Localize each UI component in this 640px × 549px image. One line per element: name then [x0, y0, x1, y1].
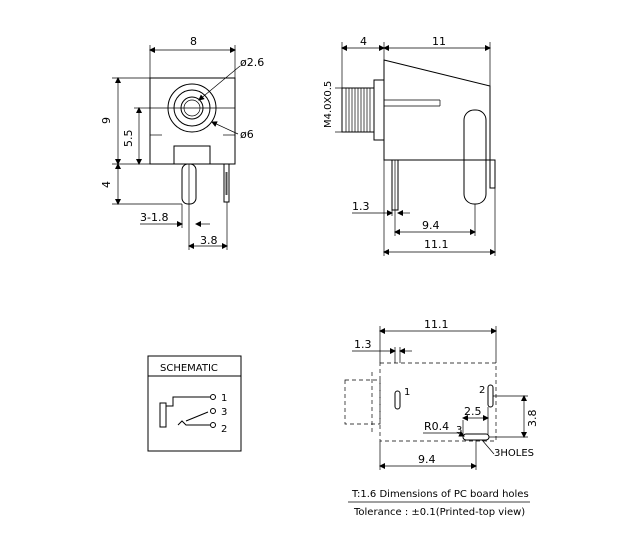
- dim-pin-length: 4: [100, 181, 113, 188]
- schematic-pin-1: 1: [221, 393, 227, 404]
- pcb-dim-span: 9.4: [418, 453, 436, 466]
- dim-outer-dia: ø2.6: [240, 56, 264, 69]
- pcb-dim-radius: R0.4: [424, 420, 449, 433]
- schematic-box: SCHEMATIC 1 2 3: [147, 355, 242, 452]
- pcb-dim-holes: 3HOLES: [494, 448, 534, 459]
- pad-1-label: 1: [404, 387, 410, 398]
- front-body: [149, 77, 236, 165]
- pad-1: [394, 390, 401, 410]
- pcb-dim-total: 11.1: [424, 318, 449, 331]
- pcb-view: 1 2 3 11.1 1.3 2.5 3.8 R0.4 3HOLES: [344, 318, 539, 470]
- schematic-title: SCHEMATIC: [160, 363, 218, 374]
- pcb-dim-height: 3.8: [526, 410, 539, 428]
- dim-total-length: 11.1: [424, 238, 449, 251]
- pcb-dim-pin: 1.3: [354, 338, 372, 351]
- dim-front-length: 4: [360, 35, 367, 48]
- dim-center: 5.5: [122, 130, 135, 148]
- pad-2: [487, 384, 494, 408]
- schematic-pin-2: 2: [221, 424, 227, 435]
- dim-pin-span: 3.8: [200, 234, 218, 247]
- pad-3-label: 3: [456, 425, 462, 436]
- pad-3: [462, 433, 490, 441]
- note-line-1: T:1.6 Dimensions of PC board holes: [351, 489, 529, 500]
- pcb-outline: [379, 362, 497, 442]
- side-rear-pin: [463, 109, 487, 205]
- dim-pin-offset: 3-1.8: [140, 211, 168, 224]
- schematic-pin-3: 3: [221, 407, 227, 418]
- dim-thread: M4.0X0.5: [323, 81, 334, 128]
- dim-pin-width: 1.3: [352, 200, 370, 213]
- dim-body-length: 11: [432, 35, 446, 48]
- pad-2-label: 2: [479, 385, 485, 396]
- dim-inner-dia: ø6: [240, 128, 254, 141]
- dim-width: 8: [190, 35, 197, 48]
- sleeve-contact: [159, 402, 167, 428]
- front-view: 8 9 5.5 4 ø2.6 ø6 3-1.8 3.8: [100, 35, 264, 250]
- dim-pin-span: 9.4: [422, 219, 440, 232]
- notes: T:1.6 Dimensions of PC board holes Toler…: [348, 489, 530, 518]
- dim-height: 9: [100, 117, 113, 124]
- side-view: 4 11 M4.0X0.5 1.3 9.4 11.1: [323, 35, 496, 256]
- front-pin-right: [223, 163, 230, 203]
- pcb-dim-pad-span: 2.5: [464, 405, 482, 418]
- note-line-2: Tolerance : ±0.1(Printed-top view): [353, 507, 525, 518]
